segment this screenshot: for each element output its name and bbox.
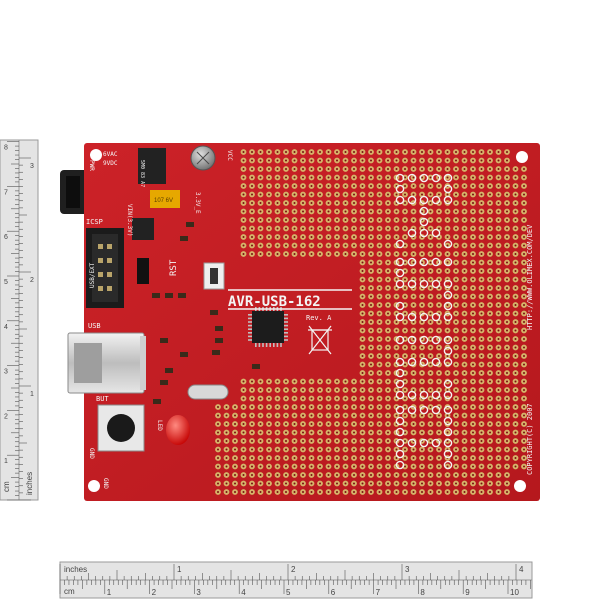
cm-tick-label: 5 <box>286 588 291 597</box>
usb-ext-label: USB/EXT <box>89 262 96 288</box>
usb-label: USB <box>88 322 101 330</box>
tantalum-capacitor: 107 6V <box>150 190 180 208</box>
vertical-ruler-cm-unit: cm <box>2 481 11 492</box>
jumper <box>137 258 149 284</box>
vertical-cm-tick-label: 7 <box>4 189 8 196</box>
cm-tick-label: 2 <box>152 588 157 597</box>
crystal <box>187 384 229 400</box>
cm-tick-label: 8 <box>420 588 425 597</box>
usb-connector <box>67 332 146 394</box>
led-label: LED <box>156 420 163 431</box>
prototype-pad-grid <box>215 149 527 495</box>
regulator-marking: 5M0 83 A7 <box>139 160 145 187</box>
icsp-label: ICSP <box>86 218 103 226</box>
horizontal-ruler-inch-unit: inches <box>64 565 87 574</box>
power-spec-dc: 9VDC <box>103 160 118 167</box>
silkscreen: AVR-USB-162 Rev. A PWR 6VAC 9VDC ICSP US… <box>86 150 534 489</box>
gnd-label-top: GND <box>88 448 95 459</box>
cm-tick-label: 3 <box>196 588 201 597</box>
pcb-board <box>84 143 540 501</box>
inch-tick-label: 3 <box>405 565 410 574</box>
small-transistor <box>132 218 154 240</box>
cm-tick-label: 1 <box>107 588 112 597</box>
cm-tick-label: 9 <box>465 588 470 597</box>
user-button <box>97 404 145 452</box>
microcontroller <box>248 307 288 347</box>
weee-icon <box>308 325 332 355</box>
icsp-header <box>86 228 124 308</box>
vertical-ruler-inch-unit: inches <box>25 472 34 495</box>
vertical-inch-tick-label: 2 <box>30 277 34 284</box>
vcc-label: VCC <box>226 150 233 161</box>
vertical-inch-tick-label: 1 <box>30 391 34 398</box>
voltage-regulator: 5M0 83 A7 <box>138 148 166 187</box>
url-label: HTTP://WWW.OLIMEX.COM/DEV <box>526 224 534 330</box>
cm-tick-label: 10 <box>510 588 519 597</box>
horizontal-ruler: 1 2 3 4 1 2 3 4 5 6 7 8 9 10 inches cm <box>59 561 533 599</box>
electrolytic-capacitor <box>190 145 216 171</box>
vertical-ruler: 1 2 3 4 5 6 7 8 1 2 3 cm inches <box>0 139 39 501</box>
capacitor-marking: 107 6V <box>154 198 173 204</box>
vertical-cm-tick-label: 1 <box>4 458 8 465</box>
but-label: BUT <box>96 395 109 403</box>
led <box>166 415 190 445</box>
mounting-holes <box>88 149 528 492</box>
gnd-label-bottom: GND <box>102 478 109 489</box>
cm-tick-label: 6 <box>331 588 336 597</box>
board-title: AVR-USB-162 <box>228 294 321 310</box>
power-label: PWR <box>88 160 95 171</box>
vertical-inch-tick-label: 3 <box>30 163 34 170</box>
rst-label: RST <box>169 259 179 276</box>
reset-button <box>203 262 225 290</box>
vertical-cm-tick-label: 8 <box>4 145 8 152</box>
vertical-cm-tick-label: 5 <box>4 279 8 286</box>
cm-tick-label: 4 <box>241 588 246 597</box>
vertical-cm-tick-label: 2 <box>4 413 8 420</box>
vin-label: VIN(3.3V) <box>126 204 133 237</box>
olimex-logo-dots <box>395 173 453 470</box>
horizontal-ruler-cm-unit: cm <box>64 587 75 596</box>
cm-tick-label: 7 <box>376 588 381 597</box>
v33-label: 3.3V_E <box>194 192 201 214</box>
revision-label: Rev. A <box>306 314 332 322</box>
inch-tick-label: 2 <box>291 565 296 574</box>
vertical-cm-tick-label: 4 <box>4 324 8 331</box>
inch-tick-label: 4 <box>519 565 524 574</box>
vertical-cm-tick-label: 3 <box>4 369 8 376</box>
power-spec-ac: 6VAC <box>103 151 118 158</box>
vertical-cm-tick-label: 6 <box>4 234 8 241</box>
copyright-label: COPYRIGHT(C) 2007 <box>526 403 534 475</box>
smd-components <box>152 222 260 404</box>
inch-tick-label: 1 <box>177 565 182 574</box>
